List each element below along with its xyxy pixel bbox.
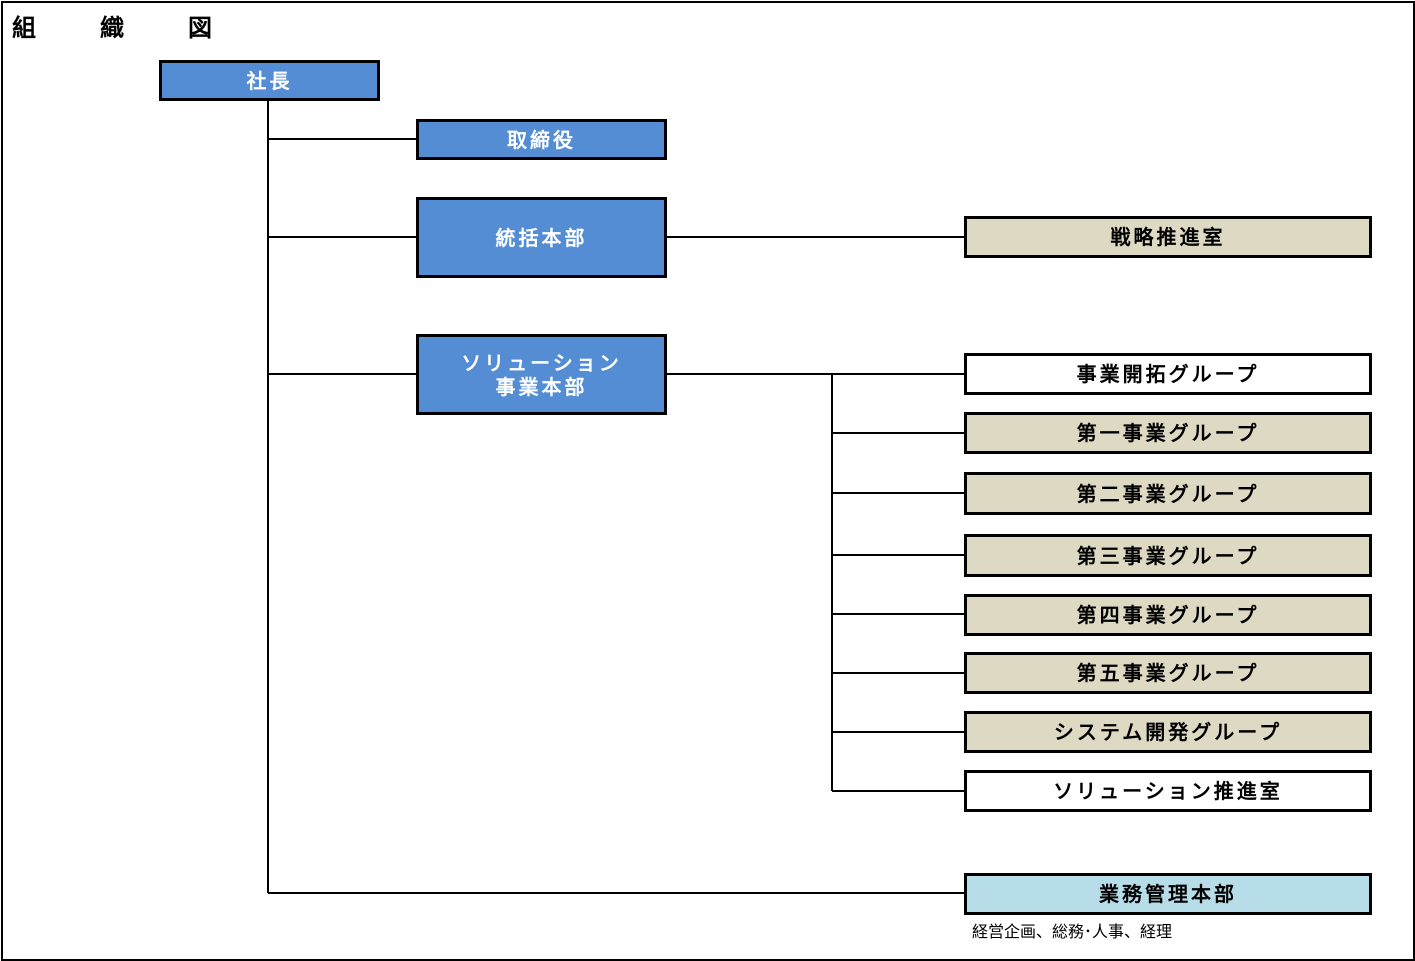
node-strategy-office: 戦略推進室: [964, 216, 1372, 258]
node-business-group-5: 第五事業グループ: [964, 652, 1372, 694]
node-business-group-3: 第三事業グループ: [964, 534, 1372, 577]
node-business-dev-group: 事業開拓グループ: [964, 353, 1372, 395]
node-business-group-1: 第一事業グループ: [964, 412, 1372, 454]
node-business-group-4: 第四事業グループ: [964, 594, 1372, 636]
node-president: 社長: [159, 60, 380, 101]
node-solution-hq: ソリューション 事業本部: [416, 334, 667, 415]
node-admin-hq: 業務管理本部: [964, 873, 1372, 915]
node-solution-promo-office: ソリューション推進室: [964, 770, 1372, 812]
node-general-hq: 統括本部: [416, 197, 667, 278]
node-directors: 取締役: [416, 119, 667, 160]
admin-hq-note: 経営企画、総務･人事、経理: [972, 922, 1173, 941]
node-system-dev-group: システム開発グループ: [964, 711, 1372, 753]
diagram-title: 組 織 図: [12, 14, 232, 42]
node-business-group-2: 第二事業グループ: [964, 472, 1372, 515]
